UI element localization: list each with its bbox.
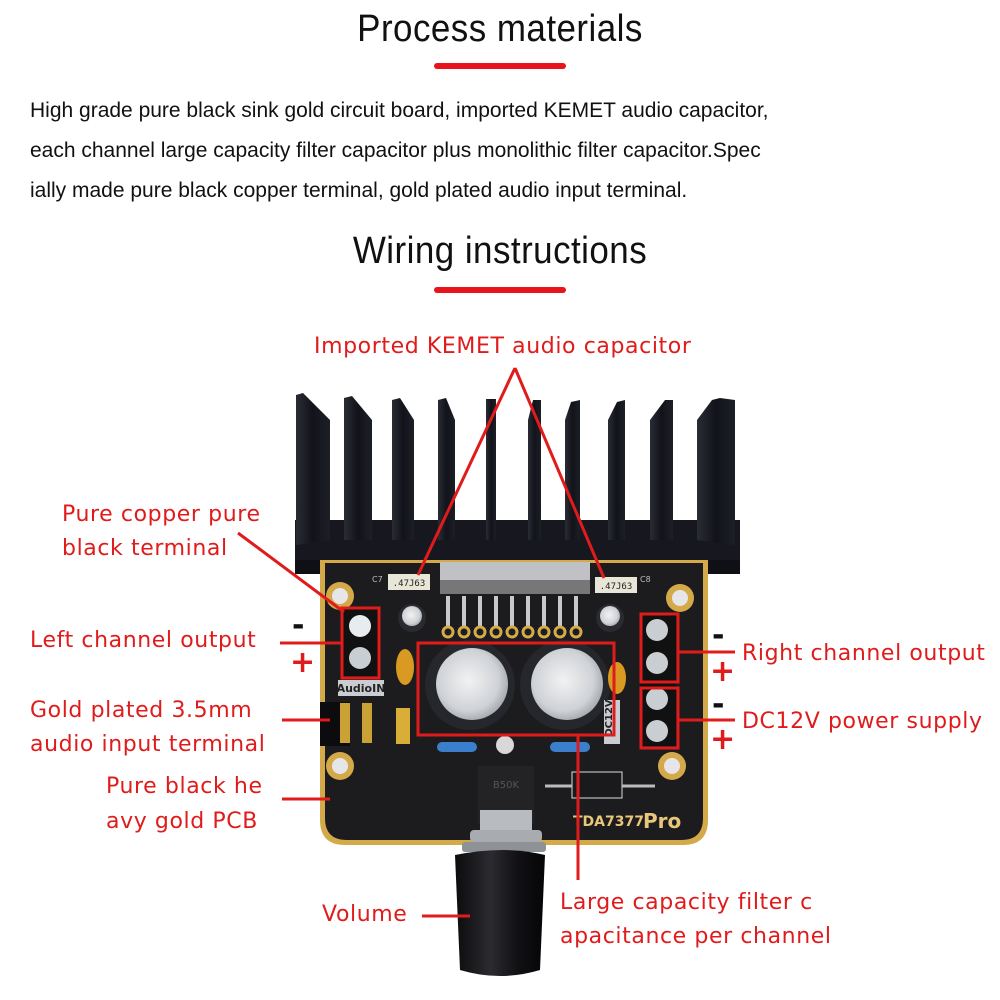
process-description-line-1: High grade pure black sink gold circuit … bbox=[30, 99, 769, 122]
power-plus-sign: + bbox=[710, 722, 736, 757]
cap-marking-right: .47J63 bbox=[600, 582, 633, 592]
kemet-capacitor-left bbox=[388, 574, 430, 590]
model-text: TDA7377 bbox=[573, 814, 644, 830]
left-minus-sign: - bbox=[292, 608, 305, 643]
callout-left-channel-output: Left channel output bbox=[30, 628, 257, 653]
pot-marking: B50K bbox=[493, 780, 520, 791]
heatsink bbox=[295, 393, 740, 574]
process-description-line-3: ially made pure black copper terminal, g… bbox=[30, 179, 688, 202]
cap-marking-left: .47J63 bbox=[393, 579, 426, 589]
pcb-board: .47J63 .47J63 C7 C8 AudioIN bbox=[320, 560, 708, 845]
dc12v-label: DC12V bbox=[604, 699, 615, 737]
audio-in-label: AudioIN bbox=[337, 682, 386, 695]
title-underline bbox=[434, 287, 566, 293]
callout-filter-cap-line-1: Large capacity filter c bbox=[560, 890, 813, 915]
callout-copper-terminal-line-1: Pure copper pure bbox=[62, 502, 261, 527]
right-plus-sign: + bbox=[710, 654, 736, 689]
right-minus-sign: - bbox=[712, 618, 725, 653]
power-minus-sign: - bbox=[712, 687, 725, 722]
left-plus-sign: + bbox=[290, 645, 316, 680]
volume-knob[interactable] bbox=[455, 830, 546, 976]
cap-label-c7: C7 bbox=[372, 575, 383, 584]
callout-pcb-line-1: Pure black he bbox=[106, 774, 263, 799]
callout-pcb-line-2: avy gold PCB bbox=[106, 809, 258, 834]
resistor-r3 bbox=[437, 742, 477, 752]
wiring-instructions-title: Wiring instructions bbox=[352, 230, 648, 272]
cap-label-c8: C8 bbox=[640, 575, 651, 584]
callout-copper-terminal-line-2: black terminal bbox=[62, 536, 228, 561]
callout-filter-cap-line-2: apacitance per channel bbox=[560, 924, 832, 949]
callout-right-channel-output: Right channel output bbox=[742, 641, 986, 666]
led-d2 bbox=[496, 736, 514, 754]
kemet-capacitor-right bbox=[595, 577, 637, 593]
callout-audio-input-line-1: Gold plated 3.5mm bbox=[30, 698, 253, 723]
resistor-r1 bbox=[550, 742, 590, 752]
callout-power-supply: DC12V power supply bbox=[742, 709, 983, 734]
callout-kemet-capacitor: Imported KEMET audio capacitor bbox=[314, 334, 692, 359]
title-underline bbox=[434, 63, 566, 69]
callout-audio-input-line-2: audio input terminal bbox=[30, 732, 266, 757]
callout-volume: Volume bbox=[322, 902, 408, 927]
annotation-lines bbox=[237, 367, 735, 918]
model-suffix: Pro bbox=[643, 809, 681, 833]
filter-capacitors bbox=[425, 640, 610, 730]
process-description-line-2: each channel large capacity filter capac… bbox=[30, 139, 761, 162]
process-materials-title: Process materials bbox=[357, 8, 643, 50]
